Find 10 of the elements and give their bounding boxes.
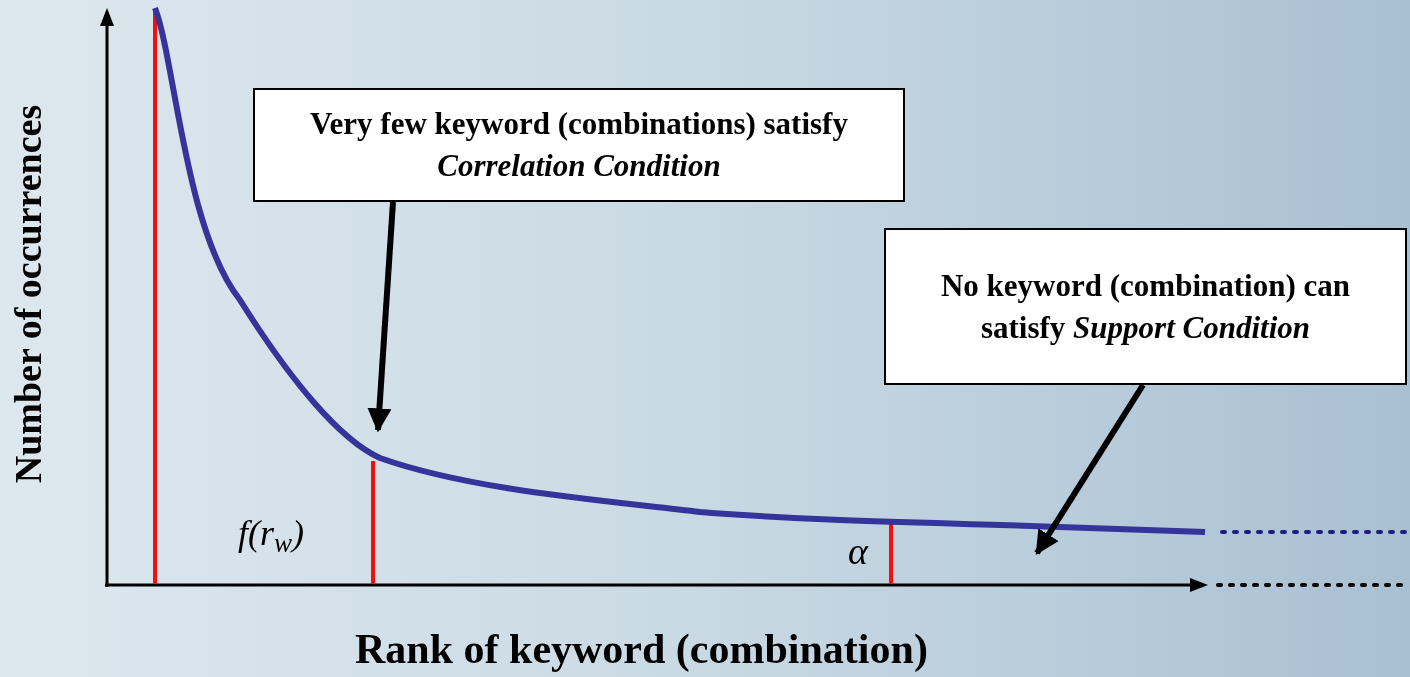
callout-text: Very few keyword (combinations) satisfy Correlation Condition <box>309 105 849 185</box>
value-label: α <box>848 532 868 570</box>
x-axis-label: Rank of keyword (combination) <box>355 628 928 670</box>
arrow <box>1034 383 1146 556</box>
callout-box <box>884 228 1407 385</box>
y-axis-label: Number of occurrences <box>9 103 47 486</box>
value-label: f(r$_{w}$) <box>238 515 304 551</box>
callout-box <box>253 88 905 202</box>
arrow <box>367 201 396 433</box>
callout-text: No keyword (combination) can satisfy Support Condition <box>940 266 1351 347</box>
